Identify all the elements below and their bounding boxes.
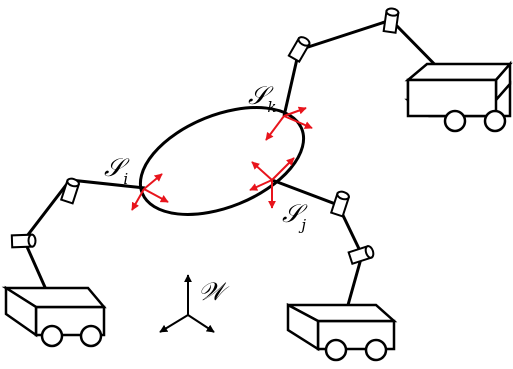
frame-j-axes — [249, 157, 295, 209]
robot-i — [1, 177, 146, 348]
world-frame-axes — [159, 274, 215, 333]
robot-i-base — [1, 285, 107, 348]
robot-k-base — [404, 60, 513, 133]
frame-i-axes — [131, 173, 169, 211]
robot-i-joint-2 — [10, 233, 37, 249]
label-frame-j: 𝒮j — [282, 199, 308, 234]
robot-k-joint-1 — [287, 36, 311, 64]
robot-j-joint-1 — [329, 190, 351, 218]
robot-i-joint-1 — [59, 177, 81, 205]
robot-k-joint-2 — [382, 7, 400, 34]
label-frame-k: 𝒮k — [248, 81, 276, 116]
robot-k-arm — [282, 18, 454, 117]
label-world-frame: 𝒲 — [198, 277, 230, 306]
robot-j-arm — [271, 178, 364, 306]
robot-j — [271, 178, 398, 362]
robot-k — [282, 7, 513, 133]
robot-i-arm — [22, 178, 146, 295]
robot-j-base — [286, 302, 398, 362]
frame-k-axes — [265, 106, 313, 141]
robot-j-joint-2 — [347, 244, 375, 266]
